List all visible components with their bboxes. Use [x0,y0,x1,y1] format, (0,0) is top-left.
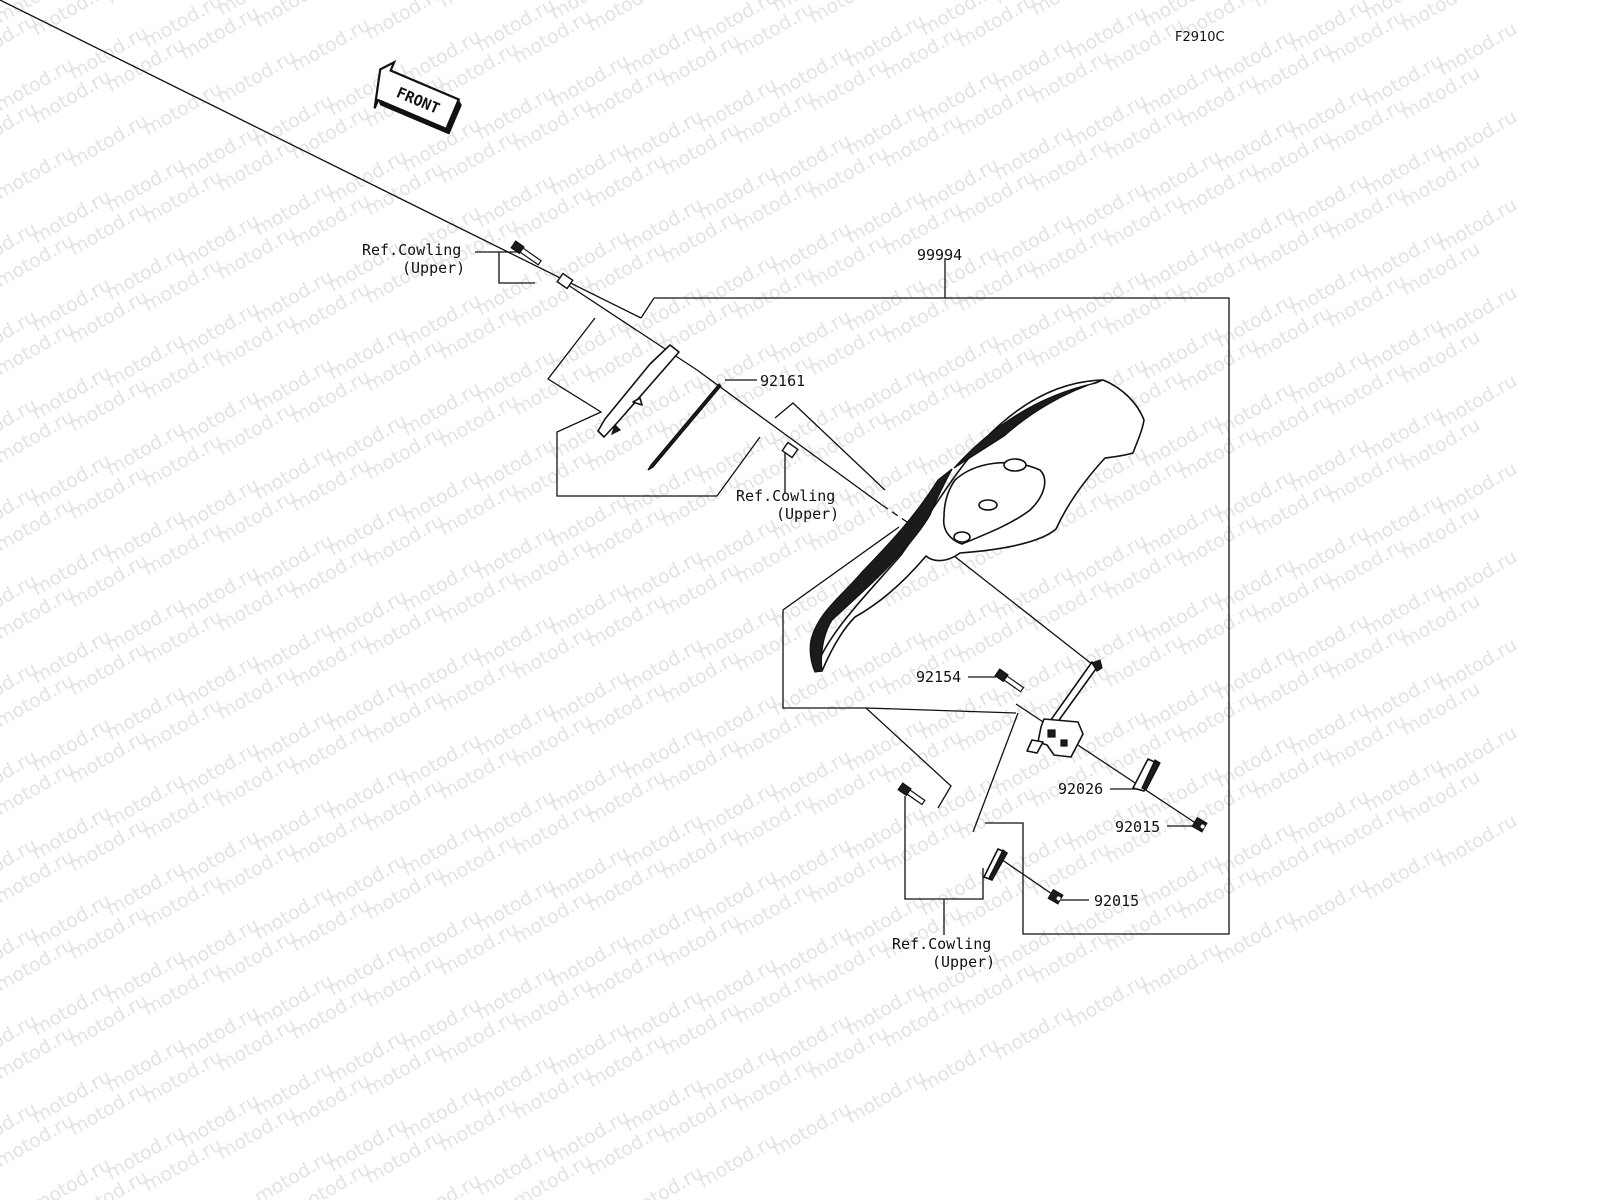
ref-cowling-label: Ref.Cowling [892,935,991,953]
watermark-text: motod.ru [362,0,448,44]
bolt-icon [510,240,542,266]
nut-icon [1191,816,1208,833]
windshield-part [809,379,1145,673]
watermark-text: motod.ru [1250,0,1336,12]
part-number-99994[interactable]: 99994 [917,246,962,264]
bolt-icon [897,782,926,806]
watermark-text: motod.ru [658,0,744,4]
upper-bracket-part [597,344,680,438]
watermark-text: motod.ru [584,0,670,36]
nut-icon [1047,888,1064,905]
ref-cowling-sublabel: (Upper) [932,953,995,971]
parts-artwork [510,240,1208,905]
part-number-92154[interactable]: 92154 [916,668,961,686]
watermark-text: motod.ru [436,0,522,12]
watermark-text: motod.ru [769,1098,855,1161]
watermark-text: motod.ru [806,0,892,28]
watermark-text: motod.ru [103,0,189,8]
watermark-text: motod.ru [140,78,226,141]
watermark-text: motod.ru [399,1170,485,1200]
watermark-text: motod.ru [1139,938,1225,1001]
ref-cowling-label: Ref.Cowling [362,241,461,259]
watermark-text: motod.ru [991,1002,1077,1065]
watermark-text: motod.ru [621,1162,707,1200]
part-number-92026[interactable]: 92026 [1058,780,1103,798]
watermark-text: motod.ru [288,14,374,77]
ref-cowling-label: Ref.Cowling [736,487,835,505]
bolt-icon [994,668,1025,693]
ref-cowling-sublabel: (Upper) [776,505,839,523]
part-number-92015-bottom[interactable]: 92015 [1094,892,1139,910]
watermark-text: motod.ru [1028,0,1114,20]
watermark-text: motod.ru [695,1130,781,1193]
figure-code: F2910C [1175,30,1225,45]
watermark-layer: motod.rumotod.rumotod.rumotod.rumotod.ru… [0,0,1521,1200]
part-number-92015-right[interactable]: 92015 [1115,818,1160,836]
watermark-text: motod.ru [1398,0,1484,36]
front-arrow-icon: FRONT [373,59,462,135]
well-nut-icon [556,272,574,290]
watermark-text: motod.ru [1287,874,1373,937]
watermark-text: motod.ru [1361,842,1447,905]
watermark-text: motod.ru [66,110,152,173]
watermark-text: motod.ru [917,1034,1003,1097]
watermark-text: motod.ru [1065,970,1151,1033]
well-nut-icon [781,441,799,459]
ref-cowling-sublabel: (Upper) [402,259,465,277]
watermark-text: motod.ru [214,46,300,109]
watermark-text: motod.ru [251,0,337,32]
watermark-text: motod.ru [1435,810,1521,873]
watermark-text: motod.ru [0,142,78,205]
rubber-strip-part [647,383,722,471]
watermark-text: motod.ru [1213,906,1299,969]
part-number-92161[interactable]: 92161 [760,372,805,390]
watermark-text: motod.ru [843,1066,929,1129]
mounting-stay-part [1026,659,1103,758]
